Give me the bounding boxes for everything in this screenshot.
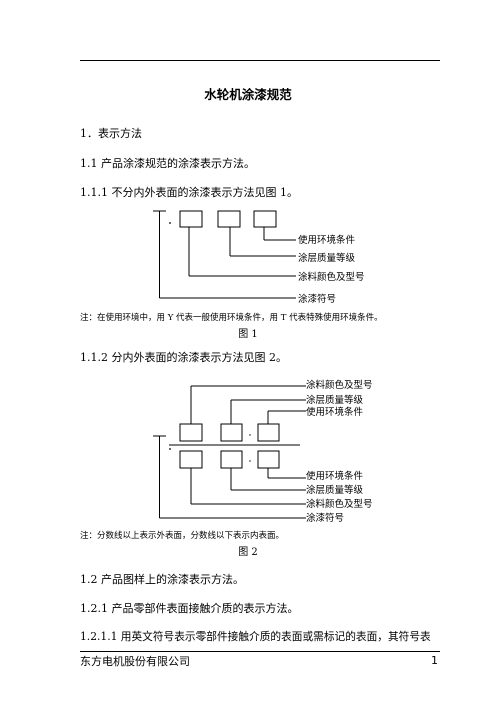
footer-page-number: 1 <box>431 654 438 667</box>
footer-rule <box>80 651 440 652</box>
fig1-label-environment: 使用环境条件 <box>298 235 356 246</box>
figure-2-note: 注：分数线以上表示外表面，分数线以下表示内表面。 <box>80 531 285 541</box>
fig2-bottom-label-color-type: 涂料颜色及型号 <box>306 499 373 510</box>
fig2-bottom-label-quality: 涂层质量等级 <box>306 485 364 496</box>
section-1-2-1: 1.2.1 产品零部件表面接触介质的表示方法。 <box>80 602 299 615</box>
fig1-label-quality: 涂层质量等级 <box>298 253 356 264</box>
fig1-label-symbol: 涂漆符号 <box>298 294 337 305</box>
figure-1-caption: 图 1 <box>238 329 258 340</box>
document-title: 水轮机涂漆规范 <box>204 87 292 102</box>
fig1-label-color-type: 涂料颜色及型号 <box>298 272 365 283</box>
section-1-2-1-1: 1.2.1.1 用英文符号表示零部件接触介质的表面或需标记的表面，其符号表 <box>80 630 431 643</box>
figure-1-note: 注：在使用环境中，用 Y 代表一般使用环境条件，用 T 代表特殊使用环境条件。 <box>80 313 383 323</box>
figure-2-caption: 图 2 <box>238 547 258 558</box>
fig2-top-label-quality: 涂层质量等级 <box>306 395 364 406</box>
fig2-bottom-label-environment: 使用环境条件 <box>306 471 364 482</box>
fig2-top-label-color-type: 涂料颜色及型号 <box>306 380 373 391</box>
section-1-1-2: 1.1.2 分内外表面的涂漆表示方法见图 2。 <box>80 351 287 364</box>
section-1-1: 1.1 产品涂漆规范的涂漆表示方法。 <box>80 157 255 170</box>
section-1-1-1: 1.1.1 不分内外表面的涂漆表示方法见图 1。 <box>80 186 298 199</box>
section-1-2: 1.2 产品图样上的涂漆表示方法。 <box>80 573 244 586</box>
header-rule <box>80 60 440 61</box>
section-1-heading: 1．表示方法 <box>80 127 142 140</box>
fig2-top-label-environment: 使用环境条件 <box>306 407 364 418</box>
footer-company: 东方电机股份有限公司 <box>80 655 190 668</box>
fig2-bottom-label-symbol: 涂漆符号 <box>306 513 345 524</box>
